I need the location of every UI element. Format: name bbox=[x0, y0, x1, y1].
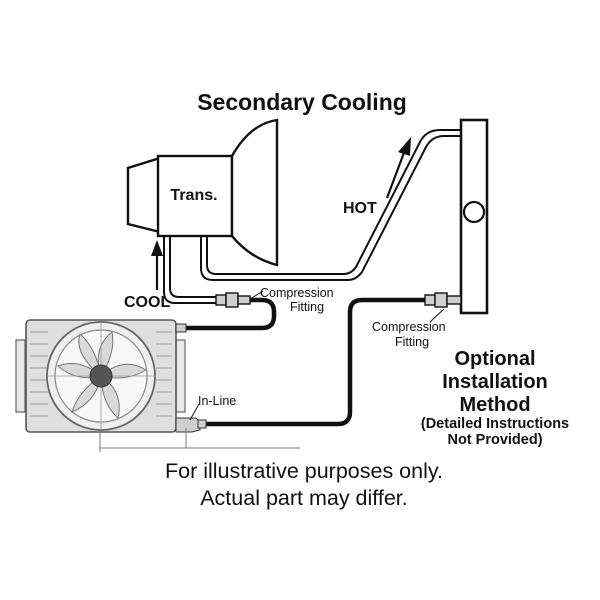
compression-fitting-1 bbox=[215, 292, 251, 308]
diagram-title: Secondary Cooling bbox=[197, 89, 407, 115]
transmission-tail-housing bbox=[126, 156, 162, 234]
transmission bbox=[126, 118, 279, 267]
cool-line bbox=[163, 236, 217, 304]
compression-fitting-2-label-line2: Fitting bbox=[395, 335, 429, 349]
compression-fitting-2-label-line1: Compression bbox=[372, 320, 446, 334]
optional-line1: Optional bbox=[454, 348, 535, 370]
fitting-2-leader bbox=[429, 308, 445, 323]
hose-to-cooler-top bbox=[182, 297, 277, 331]
radiator bbox=[459, 118, 489, 315]
hot-line bbox=[200, 129, 461, 281]
fitting-1-leader bbox=[249, 290, 264, 300]
in-line-fitting bbox=[175, 417, 201, 433]
cool-arrow bbox=[151, 240, 163, 290]
cooler-fan-hub bbox=[89, 364, 113, 388]
in-line-leader bbox=[189, 403, 200, 421]
transmission-cooler bbox=[15, 319, 300, 452]
optional-line2: Installation bbox=[442, 371, 548, 393]
radiator-cap bbox=[462, 200, 486, 224]
compression-fitting-1-label-line2: Fitting bbox=[290, 300, 324, 314]
optional-note-line2: Not Provided) bbox=[447, 432, 542, 448]
disclaimer-line1: For illustrative purposes only. bbox=[165, 459, 443, 483]
hot-arrow bbox=[385, 137, 411, 199]
in-line-label: In-Line bbox=[198, 394, 236, 408]
trans-label: Trans. bbox=[170, 187, 217, 204]
optional-line3: Method bbox=[459, 394, 530, 416]
transmission-bell-housing bbox=[230, 118, 279, 267]
disclaimer-line2: Actual part may differ. bbox=[200, 486, 408, 510]
hose-radiator-to-inline bbox=[204, 297, 425, 427]
cool-label: COOL bbox=[124, 294, 170, 311]
compression-fitting-1-label-line1: Compression bbox=[260, 286, 334, 300]
optional-note-line1: (Detailed Instructions bbox=[421, 416, 569, 432]
compression-fitting-2 bbox=[424, 292, 462, 308]
hot-label: HOT bbox=[343, 200, 377, 217]
